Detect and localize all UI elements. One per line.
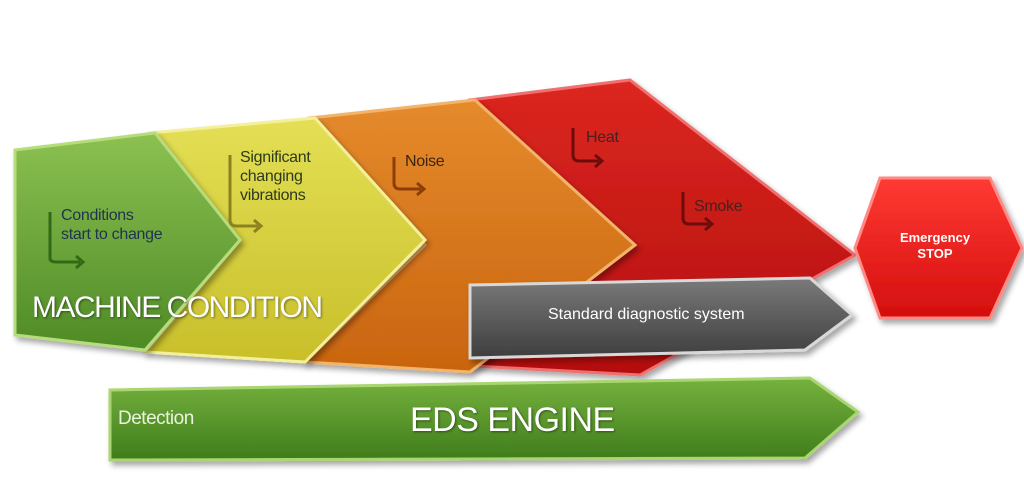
standard-diagnostic-arrow [468, 276, 855, 360]
stage-label-line: Heat [586, 129, 619, 146]
emergency-stop-line1: Emergency [899, 230, 971, 245]
detection-label: Detection [118, 408, 194, 429]
curved-arrow-icon-smoke [681, 192, 715, 232]
stage-label-line: Significant [240, 149, 311, 166]
stage-label-line: Conditions [61, 207, 134, 224]
stage-label-vibrations: Significant changing vibrations [240, 148, 311, 205]
stage-label-line: changing [240, 168, 303, 185]
machine-condition-label: MACHINE CONDITION [32, 291, 323, 324]
emergency-stop-line2: STOP [917, 246, 953, 261]
curved-arrow-icon-noise [392, 157, 427, 197]
curved-arrow-icon-heat [571, 128, 605, 169]
emergency-stop-hexagon [853, 176, 1024, 320]
standard-diagnostic-label: Standard diagnostic system [548, 306, 745, 323]
stage-label-line: vibrations [240, 187, 306, 204]
stage-label-line: start to change [61, 226, 163, 243]
emergency-stop-label: Emergency STOP [880, 230, 990, 262]
eds-engine-title: EDS ENGINE [410, 401, 615, 439]
stage-label-line: Smoke [694, 198, 743, 215]
stage-label-smoke: Smoke [694, 197, 743, 216]
stage-label-noise: Noise [405, 152, 445, 171]
curved-arrow-icon-vibrations [228, 155, 264, 234]
stage-label-line: Noise [405, 153, 445, 170]
chevron-green [13, 131, 242, 352]
curved-arrow-icon-conditions [48, 212, 86, 270]
eds-engine-arrow [108, 376, 861, 462]
stage-label-heat: Heat [586, 128, 619, 147]
stage-label-conditions: Conditions start to change [61, 206, 163, 244]
